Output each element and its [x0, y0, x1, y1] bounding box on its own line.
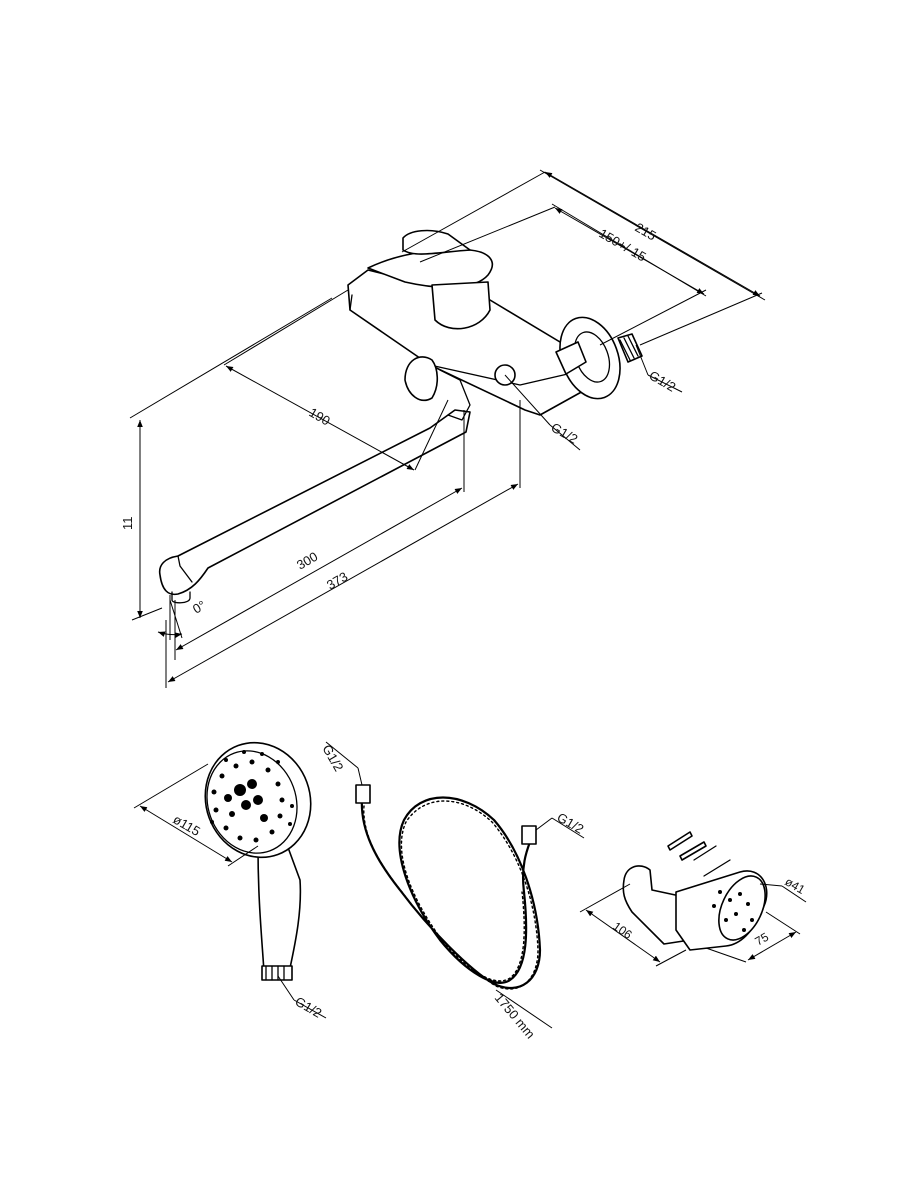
label-thread-handle: G1/2: [293, 994, 325, 1021]
label-75: 75: [753, 930, 772, 949]
label-thread-hose-top: G1/2: [319, 742, 346, 774]
label-height: 11: [120, 517, 135, 531]
shower-hose: G1/2 G1/2 1750 mm: [319, 741, 587, 1041]
label-190: 190: [307, 405, 333, 429]
shower-handle: [257, 838, 302, 973]
label-thread-wall: G1/2: [647, 368, 679, 395]
label-106: 106: [610, 919, 635, 942]
mounting-screws: [667, 831, 731, 877]
label-angle: 0°: [190, 597, 208, 616]
wall-holder: 106 75 ø41: [579, 831, 808, 967]
hose-right-nut: [521, 825, 537, 845]
wall-connector: [617, 333, 643, 363]
hose-top-nut: [355, 784, 371, 804]
label-hose-length: 1750 mm: [492, 990, 538, 1041]
label-215: 215: [633, 220, 659, 244]
label-300: 300: [294, 549, 320, 573]
label-thread-body: G1/2: [549, 420, 581, 447]
spout: [158, 409, 471, 596]
diverter-knob: [404, 356, 439, 402]
label-373: 373: [324, 569, 350, 593]
label-41: ø41: [783, 874, 808, 897]
label-thread-hose-right: G1/2: [555, 810, 587, 837]
hand-shower: ø115 G1/2: [133, 741, 327, 1021]
holder-texture: [712, 890, 754, 932]
mixer-assembly: [158, 229, 643, 604]
